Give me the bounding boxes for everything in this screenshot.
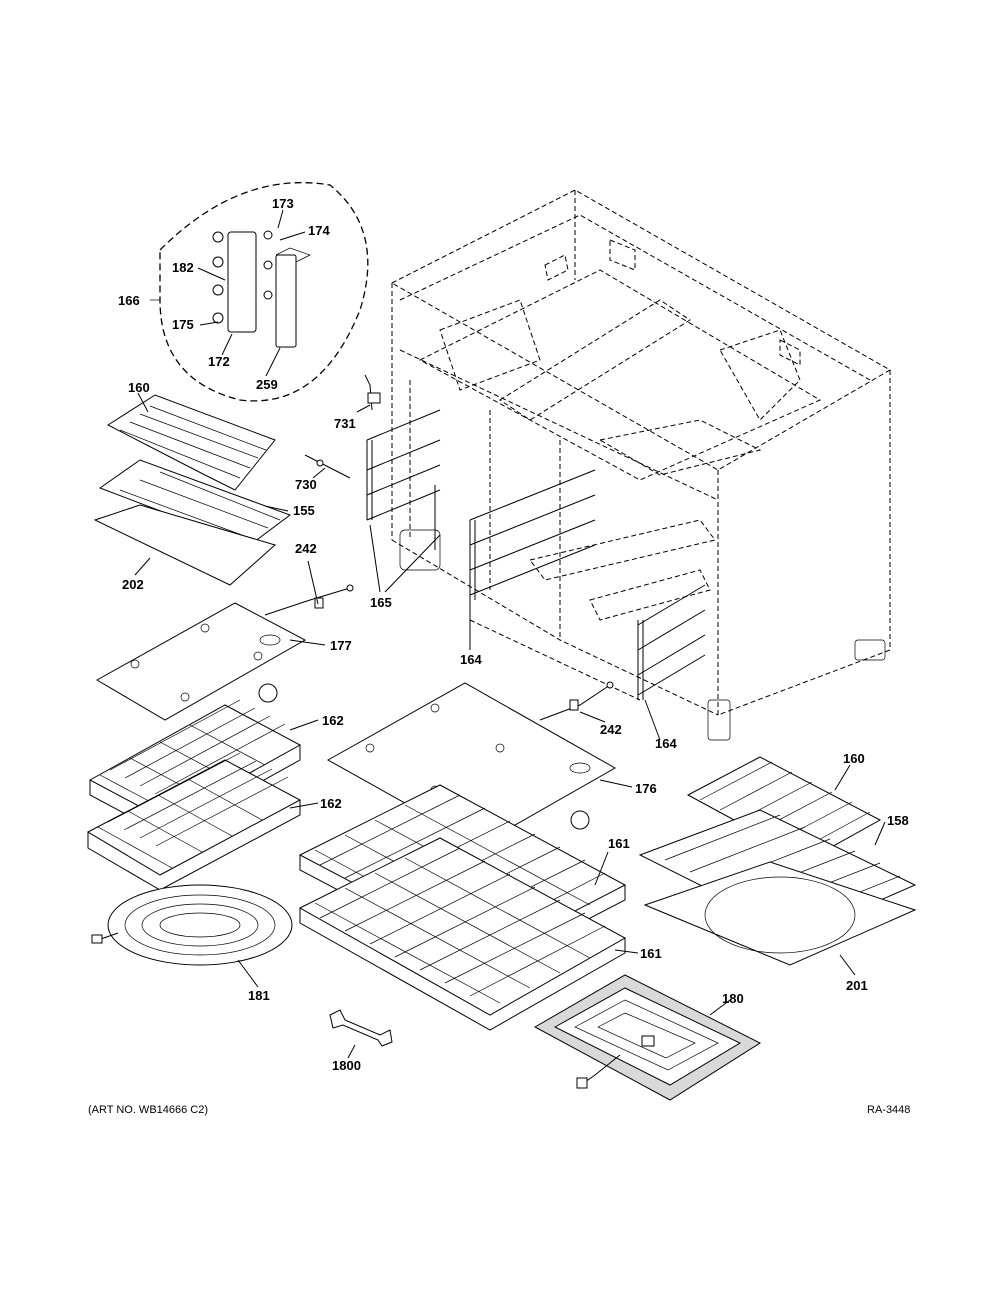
label-177: 177 xyxy=(330,638,352,653)
label-162-lower: 162 xyxy=(320,796,342,811)
label-161-lower: 161 xyxy=(640,946,662,961)
label-174: 174 xyxy=(308,223,330,238)
rack-support-165-right xyxy=(434,469,596,600)
broil-rack-160-left xyxy=(106,394,276,491)
label-180: 180 xyxy=(722,991,744,1006)
oven-bottom-panel-177 xyxy=(95,602,307,721)
sensor-730 xyxy=(304,454,351,479)
broil-pan-202 xyxy=(93,504,277,586)
wire-242-upper xyxy=(264,584,354,616)
grommet-right xyxy=(570,810,590,830)
label-202: 202 xyxy=(122,577,144,592)
label-731: 731 xyxy=(334,416,356,431)
rack-support-164-right xyxy=(637,584,706,700)
label-182: 182 xyxy=(172,260,194,275)
probe-connector-731 xyxy=(364,374,381,411)
label-155: 155 xyxy=(293,503,315,518)
wire-242-lower xyxy=(539,681,614,721)
kit-166-enclosure xyxy=(150,182,369,402)
label-175: 175 xyxy=(172,317,194,332)
label-158: 158 xyxy=(887,813,909,828)
label-173: 173 xyxy=(272,196,294,211)
label-161-upper: 161 xyxy=(608,836,630,851)
leader-lines xyxy=(134,209,886,1059)
label-1800: 1800 xyxy=(332,1058,361,1073)
art-number: (ART NO. WB14666 C2) xyxy=(88,1104,208,1116)
label-176: 176 xyxy=(635,781,657,796)
grommet-left xyxy=(258,683,278,703)
broil-element-180 xyxy=(533,974,762,1101)
label-242-lower: 242 xyxy=(600,722,622,737)
part-labels: 173 174 182 166 175 172 259 160 731 730 … xyxy=(118,196,909,1073)
wrench-1800 xyxy=(329,1009,393,1047)
broil-pan-201 xyxy=(643,861,917,966)
bake-element-181 xyxy=(91,884,293,966)
label-160-right: 160 xyxy=(843,751,865,766)
label-259: 259 xyxy=(256,377,278,392)
label-181: 181 xyxy=(248,988,270,1003)
label-165: 165 xyxy=(370,595,392,610)
label-162-upper: 162 xyxy=(322,713,344,728)
label-164-center: 164 xyxy=(460,652,482,667)
label-242-upper: 242 xyxy=(295,541,317,556)
label-166: 166 xyxy=(118,293,140,308)
oven-cavity-body xyxy=(390,189,892,741)
label-160-left: 160 xyxy=(128,380,150,395)
label-730: 730 xyxy=(295,477,317,492)
rack-support-165-left xyxy=(366,409,441,521)
extension-rack-161-lower xyxy=(298,837,627,1031)
label-201: 201 xyxy=(846,978,868,993)
label-172: 172 xyxy=(208,354,230,369)
reference-code: RA-3448 xyxy=(867,1104,910,1116)
label-164-right: 164 xyxy=(655,736,677,751)
